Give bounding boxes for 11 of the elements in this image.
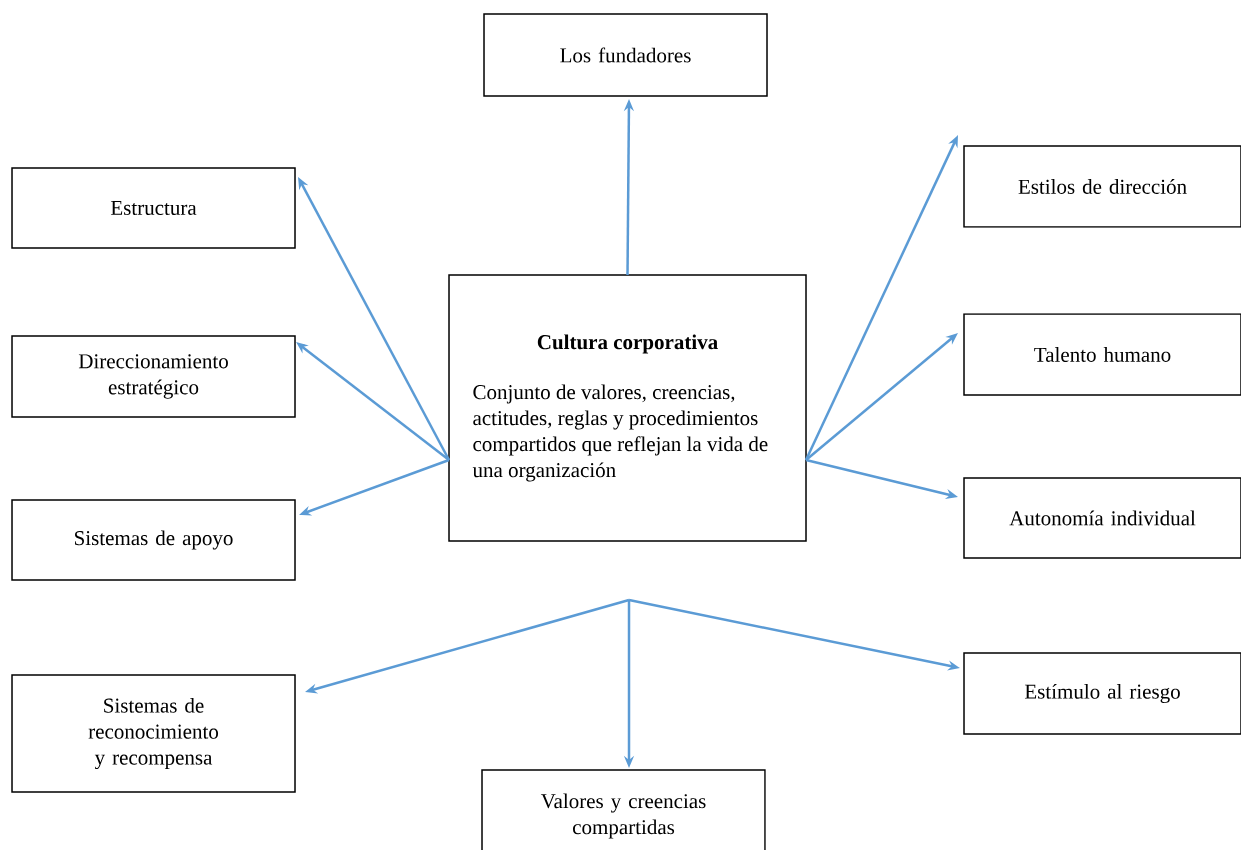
text-box: Valores y creencias compartidas: [481, 769, 766, 850]
text-box: Estilos de dirección: [963, 145, 1241, 228]
text-box: Sistemas de reconocimiento y recompensa: [11, 674, 296, 793]
text-box: Los fundadores: [483, 13, 768, 97]
text-box: Estructura: [11, 167, 296, 249]
text-box: Autonomía individual: [963, 477, 1241, 559]
concept-box: Cultura corporativa Conjunto de valores, creencias, actitudes, reglas y procedimientos compartidos que reflejan la vida de una organización: [448, 274, 807, 542]
text-box: Talento humano: [963, 313, 1241, 396]
text-box: Estímulo al riesgo: [963, 652, 1241, 735]
text-box: Sistemas de apoyo: [11, 499, 296, 581]
text-box: Direccionamiento estratégico: [11, 335, 296, 418]
